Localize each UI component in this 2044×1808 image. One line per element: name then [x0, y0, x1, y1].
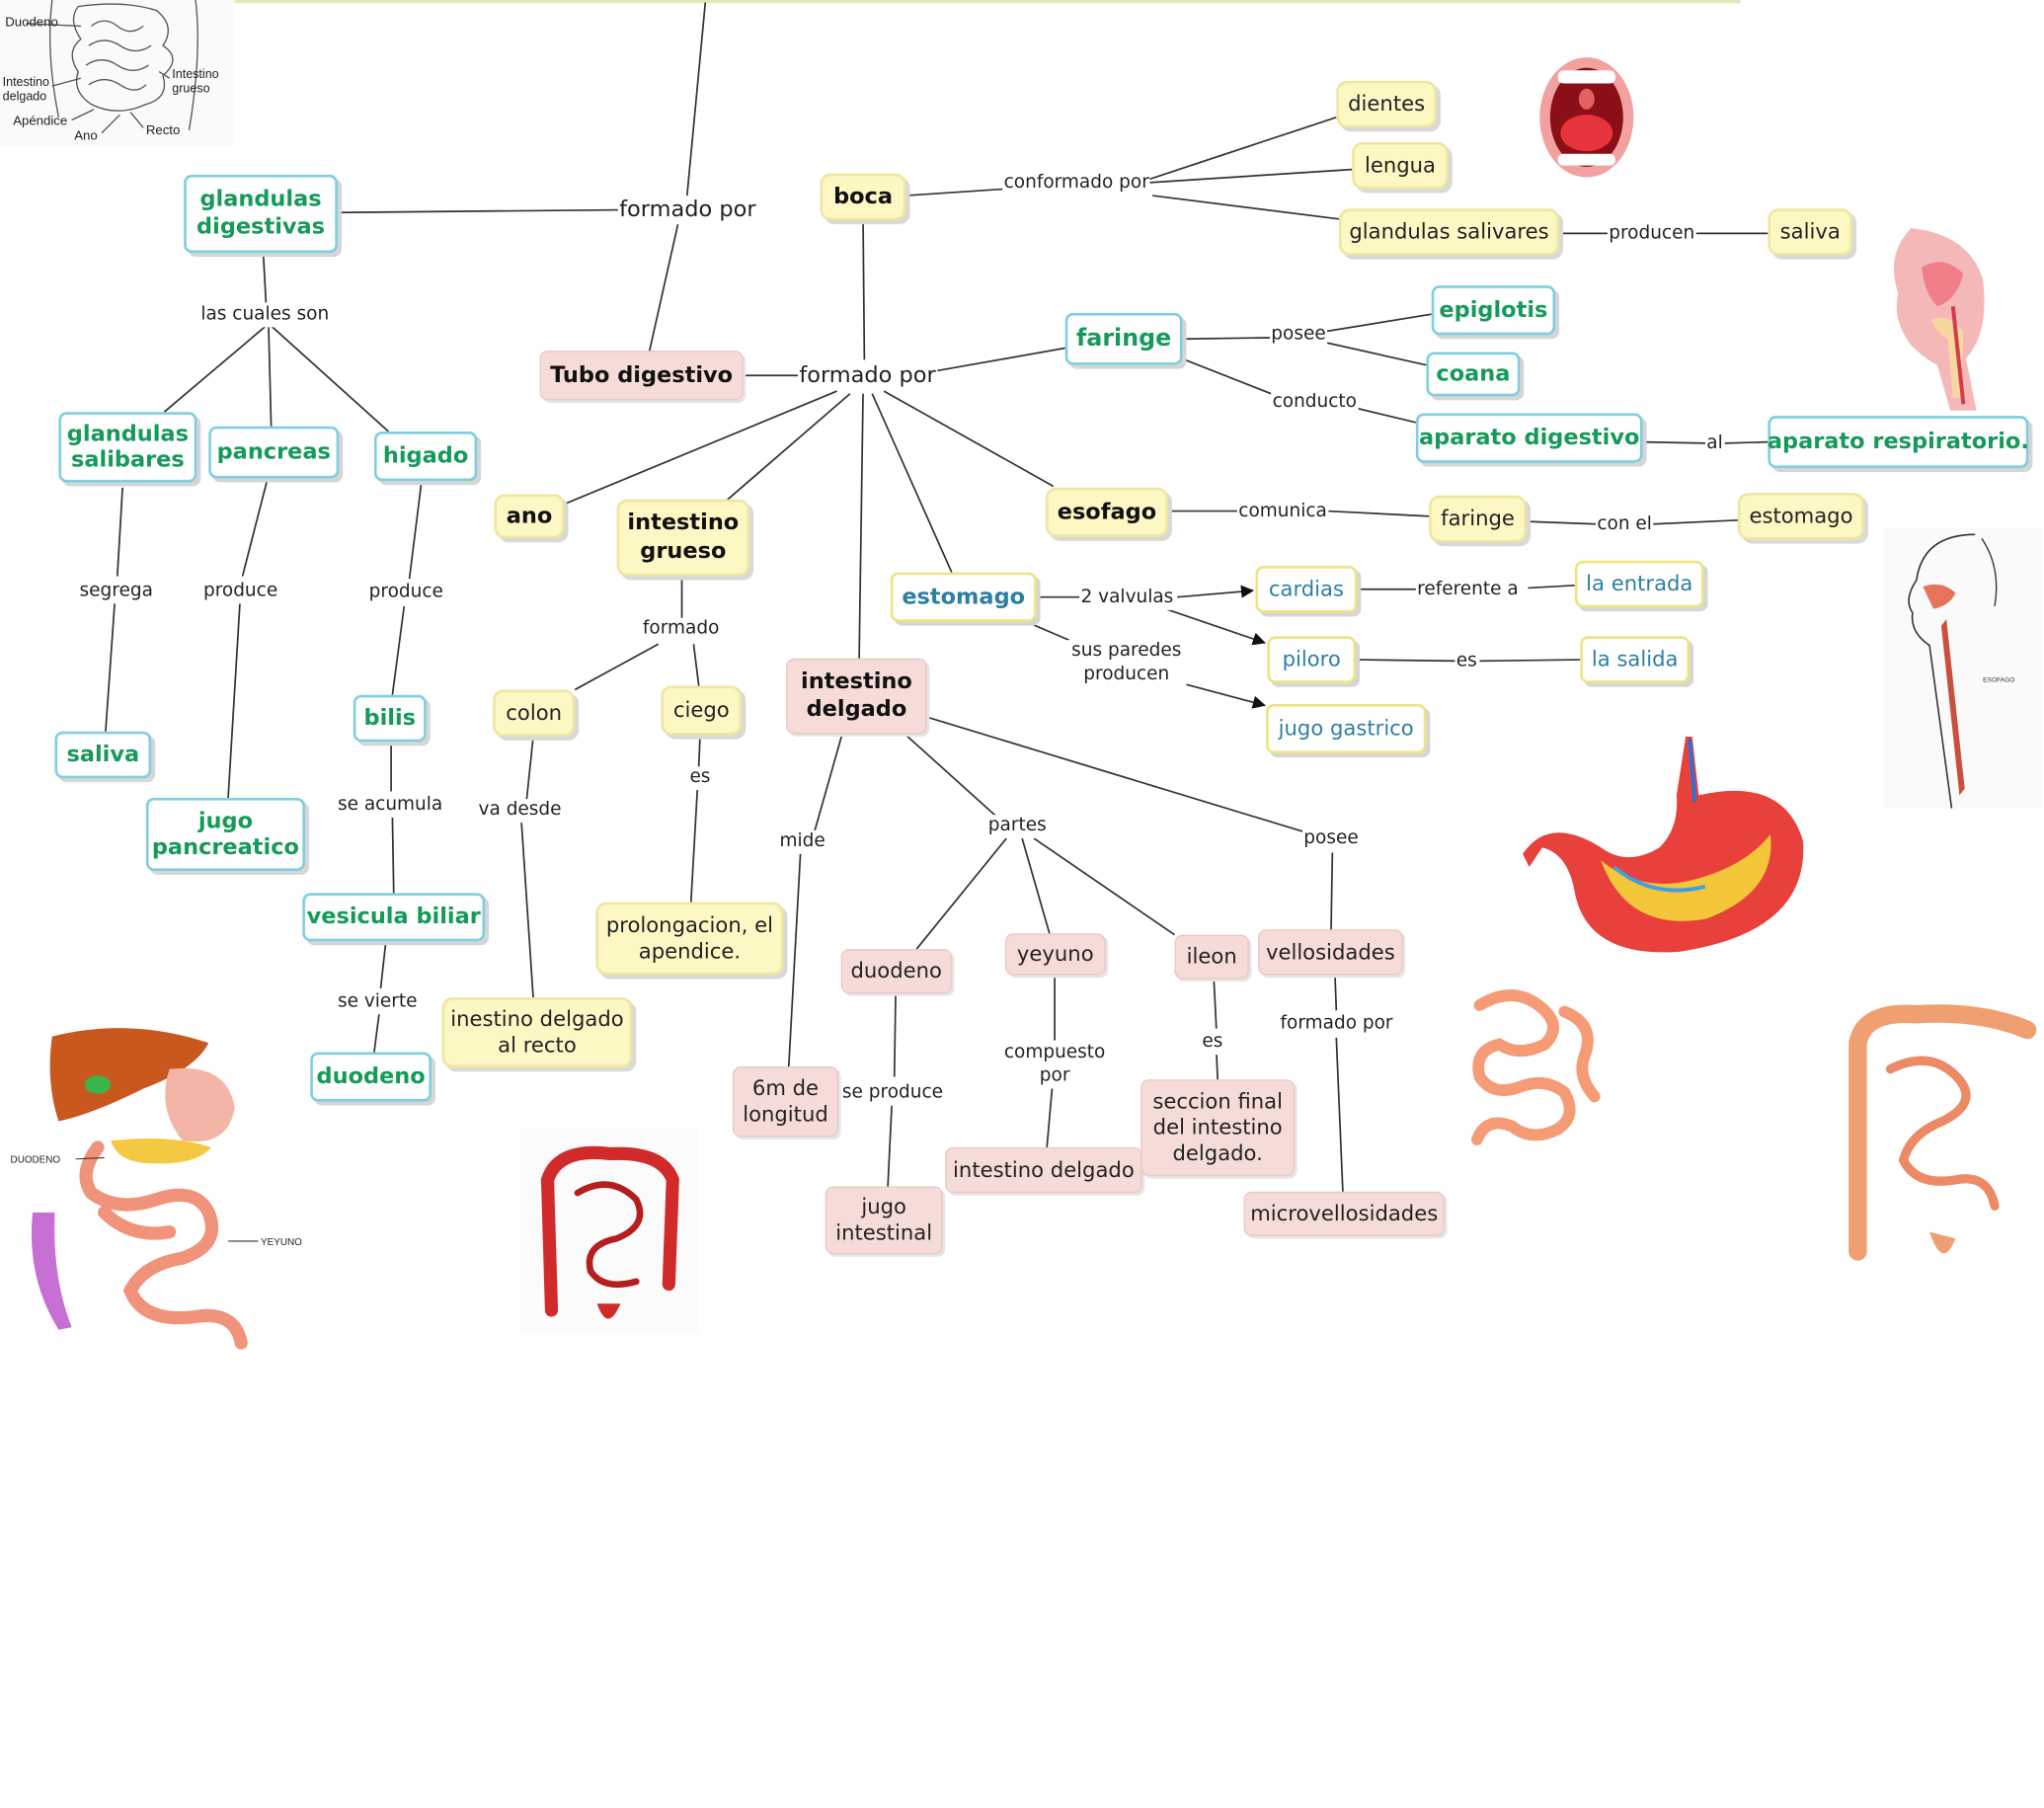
node-ileon[interactable]: ileon	[1174, 934, 1249, 980]
link-se-acumula: se acumula	[336, 794, 444, 818]
fig-label-apendice: Apéndice	[13, 114, 67, 128]
node-6m-de-longitud[interactable]: 6m de longitud	[733, 1066, 838, 1138]
node-tubo-digestivo[interactable]: Tubo digestivo	[539, 351, 744, 401]
connector-lines	[105, 0, 1769, 1192]
link-al: al	[1704, 432, 1725, 456]
link-sus-paredes-producen: sus paredes producen	[1066, 640, 1187, 686]
node-higado[interactable]: higado	[373, 432, 478, 482]
fig-label-duodeno: Duodeno	[5, 14, 58, 29]
link-segrega: segrega	[78, 580, 155, 603]
node-coana[interactable]: coana	[1426, 352, 1521, 397]
node-epiglotis[interactable]: epiglotis	[1431, 285, 1556, 336]
node-intestino-delgado-sm[interactable]: intestino delgado	[945, 1146, 1142, 1194]
stomach-icon	[1523, 736, 1804, 953]
node-glandulas-salivares[interactable]: glandulas salivares	[1338, 208, 1560, 256]
link-es-ileon: es	[1200, 1031, 1224, 1055]
large-intestine-icon	[1848, 1004, 2037, 1261]
link-referente-a: referente a	[1415, 579, 1521, 602]
link-compuesto-por: compuesto por	[998, 1041, 1111, 1088]
mouth-icon	[1539, 57, 1634, 178]
link-mide: mide	[778, 830, 827, 854]
red-intestine-icon	[518, 1128, 699, 1334]
node-estomago2[interactable]: estomago	[1737, 493, 1865, 540]
link-produce-pancreas: produce	[201, 580, 279, 603]
node-duodeno-parte[interactable]: duodeno	[840, 949, 952, 994]
node-glandulas-salibares[interactable]: glandulas salibares	[58, 412, 197, 483]
link-2-valvulas: 2 valvulas	[1079, 587, 1175, 610]
fig-label-esofago: ESOFAGO	[1983, 677, 2014, 684]
node-jugo-gastrico[interactable]: jugo gastrico	[1266, 703, 1427, 754]
fig-label-ano: Ano	[74, 127, 97, 142]
node-saliva[interactable]: saliva	[54, 731, 152, 779]
link-partes: partes	[986, 815, 1049, 838]
link-las-cuales-son: las cuales son	[199, 303, 331, 327]
node-faringe[interactable]: faringe	[1064, 312, 1183, 365]
node-jugo-intestinal[interactable]: jugo intestinal	[825, 1186, 943, 1255]
head-section-icon	[1893, 228, 1985, 411]
node-la-salida[interactable]: la salida	[1580, 636, 1690, 683]
node-faringe2[interactable]: faringe	[1429, 495, 1528, 543]
node-inestino-delgado-al-recto[interactable]: inestino delgado al recto	[441, 997, 633, 1068]
fig-label-recto: Recto	[146, 122, 180, 137]
node-pancreas[interactable]: pancreas	[208, 426, 340, 479]
node-seccion-final[interactable]: seccion final del intestino delgado.	[1140, 1079, 1296, 1176]
node-ciego[interactable]: ciego	[661, 685, 743, 736]
node-intestino-delgado[interactable]: intestino delgado	[786, 658, 927, 735]
node-estomago[interactable]: estomago	[890, 572, 1037, 622]
node-esofago[interactable]: esofago	[1045, 487, 1168, 537]
node-cardias[interactable]: cardias	[1255, 566, 1358, 613]
node-jugo-pancreatico[interactable]: jugo pancreatico	[145, 798, 305, 871]
node-bilis[interactable]: bilis	[353, 694, 427, 743]
link-va-desde: va desde	[477, 799, 563, 823]
link-formado-grueso: formado	[641, 617, 721, 641]
link-conducto: conducto	[1271, 391, 1359, 415]
node-ano[interactable]: ano	[494, 494, 565, 539]
node-microvellosidades[interactable]: microvellosidades	[1243, 1191, 1445, 1236]
link-produce-higado: produce	[367, 581, 445, 604]
link-producen: producen	[1607, 222, 1696, 246]
link-con-el: con el	[1596, 513, 1654, 537]
node-glandulas-digestivas[interactable]: glandulas digestivas	[184, 174, 338, 254]
link-formado-por-top: formado por	[617, 197, 757, 225]
link-es-ciego: es	[688, 766, 712, 790]
link-posee-faringe: posee	[1269, 323, 1328, 347]
fig-label-yeyuno-caps: YEYUNO	[261, 1237, 302, 1248]
fig-label-duodeno-caps: DUODENO	[11, 1155, 61, 1166]
node-boca[interactable]: boca	[820, 173, 906, 221]
link-formado-por-vellosidades: formado por	[1279, 1012, 1394, 1036]
liver-pancreas-icon: DUODENO YEYUNO	[11, 1028, 302, 1350]
node-lengua[interactable]: lengua	[1352, 141, 1449, 190]
node-yeyuno[interactable]: yeyuno	[1004, 933, 1106, 976]
node-intestino-grueso[interactable]: intestino grueso	[616, 499, 750, 577]
node-piloro[interactable]: piloro	[1267, 636, 1357, 683]
node-vesicula-biliar[interactable]: vesicula biliar	[302, 893, 486, 942]
node-prolongacion[interactable]: prolongacion, el apendice.	[595, 902, 784, 976]
node-la-entrada[interactable]: la entrada	[1574, 560, 1704, 608]
node-duodeno-glandula[interactable]: duodeno	[310, 1052, 432, 1102]
link-es-piloro: es	[1454, 650, 1479, 673]
node-aparato-respiratorio[interactable]: aparato respiratorio.	[1768, 416, 2029, 468]
link-posee-delgado: posee	[1301, 827, 1361, 851]
link-se-vierte: se vierte	[336, 990, 419, 1014]
link-comunica: comunica	[1236, 500, 1329, 524]
node-dientes[interactable]: dientes	[1336, 80, 1437, 128]
node-saliva-boca[interactable]: saliva	[1768, 208, 1853, 256]
small-intestine-icon	[1470, 989, 1601, 1145]
link-se-produce: se produce	[840, 1081, 945, 1105]
link-formado-por-main: formado por	[798, 362, 938, 391]
node-colon[interactable]: colon	[493, 689, 576, 737]
link-conformado-por: conformado por	[1002, 172, 1151, 196]
node-vellosidades[interactable]: vellosidades	[1258, 929, 1403, 976]
esophagus-icon: ESOFAGO	[1883, 527, 2043, 809]
node-aparato-digestivo[interactable]: aparato digestivo	[1415, 413, 1643, 463]
